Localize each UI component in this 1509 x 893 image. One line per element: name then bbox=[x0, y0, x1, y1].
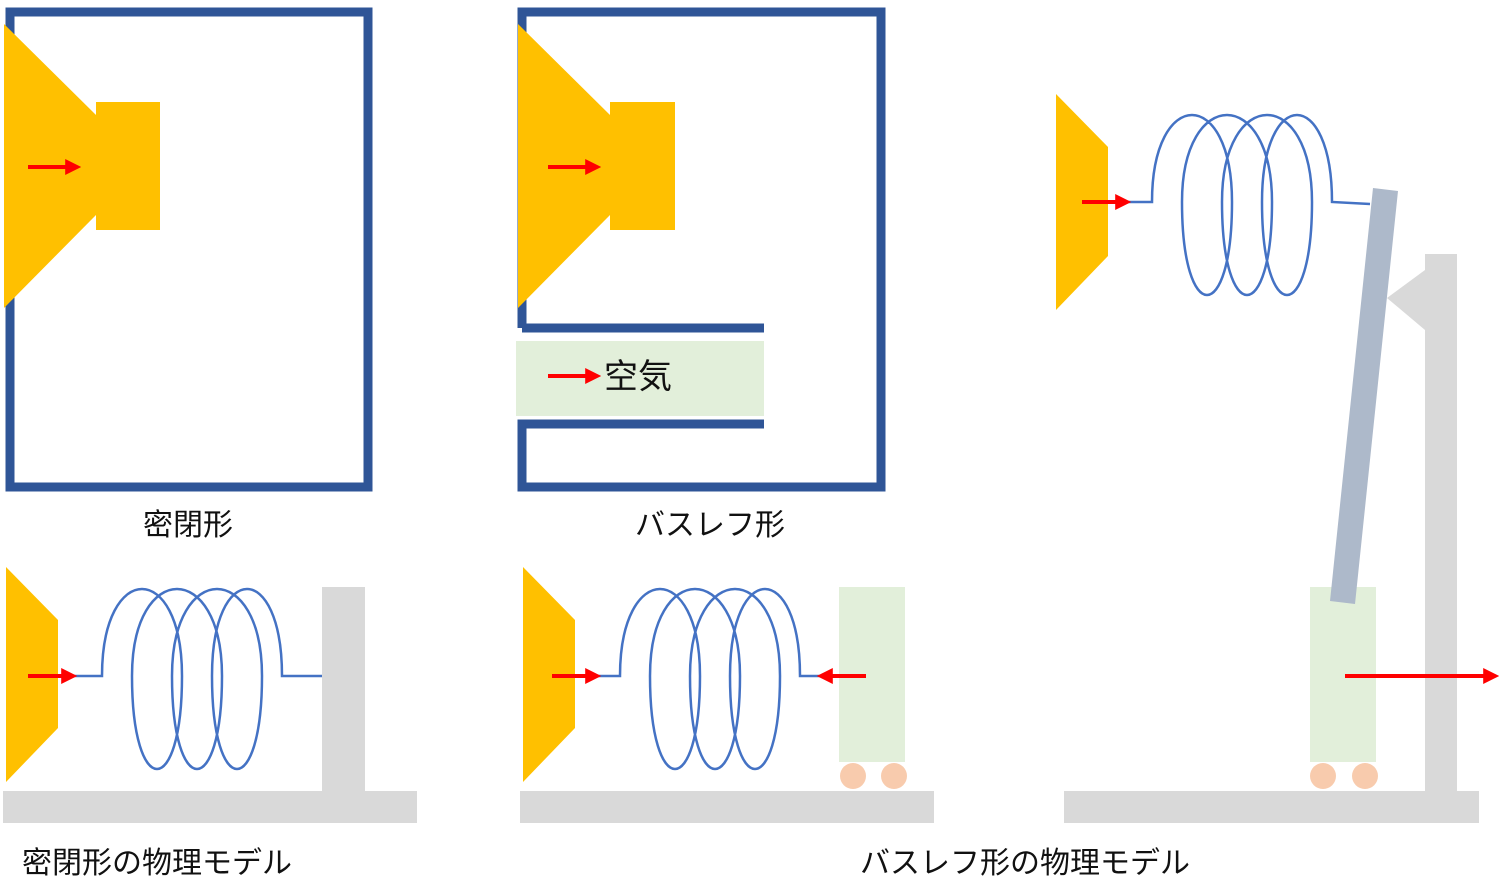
speaker-cone bbox=[523, 567, 575, 782]
wall bbox=[322, 587, 365, 792]
floor bbox=[1064, 791, 1479, 823]
roller bbox=[881, 763, 907, 789]
label-air: 空気 bbox=[604, 357, 672, 397]
speaker-magnet bbox=[610, 102, 675, 230]
roller bbox=[840, 763, 866, 789]
pivot bbox=[1387, 270, 1425, 330]
post bbox=[1425, 254, 1457, 792]
bassreflex-lever-model: バスレフ形の物理モデル bbox=[860, 94, 1500, 881]
floor bbox=[520, 791, 934, 823]
roller bbox=[1310, 763, 1336, 789]
label-sealed-model: 密閉形の物理モデル bbox=[22, 846, 292, 881]
floor bbox=[3, 791, 417, 823]
label-bassreflex: バスレフ形 bbox=[635, 508, 785, 543]
bassreflex-model bbox=[520, 567, 934, 823]
label-sealed: 密閉形 bbox=[143, 508, 233, 543]
sealed-model: 密閉形の物理モデル bbox=[3, 567, 417, 881]
label-bassreflex-model: バスレフ形の物理モデル bbox=[860, 846, 1190, 881]
cabinet-box bbox=[517, 7, 886, 492]
roller bbox=[1352, 763, 1378, 789]
spring bbox=[58, 587, 322, 771]
spring bbox=[575, 587, 839, 771]
spring bbox=[1108, 113, 1371, 297]
sealed-enclosure: 密閉形 bbox=[4, 7, 373, 543]
air-mass bbox=[516, 341, 764, 416]
lever-bar bbox=[1330, 188, 1398, 604]
speaker-magnet bbox=[96, 102, 160, 230]
bassreflex-enclosure: 空気 バスレフ形 bbox=[516, 7, 886, 543]
